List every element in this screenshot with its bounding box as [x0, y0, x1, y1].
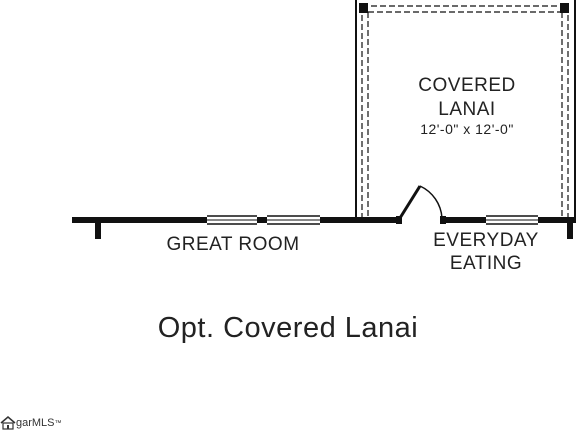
eating-label-line1: EVERYDAY	[433, 230, 539, 251]
plan-caption: Opt. Covered Lanai	[157, 312, 419, 344]
wall-return-right	[567, 217, 573, 239]
post-top-right	[560, 3, 569, 13]
window-eating	[486, 215, 538, 225]
door-swing	[396, 185, 446, 224]
window-great-room-2	[267, 215, 320, 225]
exterior-wall	[72, 217, 576, 223]
window-great-room-1	[207, 215, 257, 225]
lanai-dimensions: 12'-0" x 12'-0"	[420, 121, 514, 137]
eating-label-line2: EATING	[449, 253, 523, 274]
lanai-outline	[355, 0, 576, 217]
wall-return-left	[95, 217, 101, 239]
great-room-label: GREAT ROOM	[166, 234, 300, 255]
house-logo-icon	[0, 416, 16, 430]
lanai-label-line2: LANAI	[438, 99, 496, 120]
watermark-trademark: ™	[54, 419, 62, 427]
lanai-label-line1: COVERED	[418, 75, 516, 96]
watermark-text: garMLS	[16, 417, 55, 429]
post-top-left	[359, 3, 368, 13]
